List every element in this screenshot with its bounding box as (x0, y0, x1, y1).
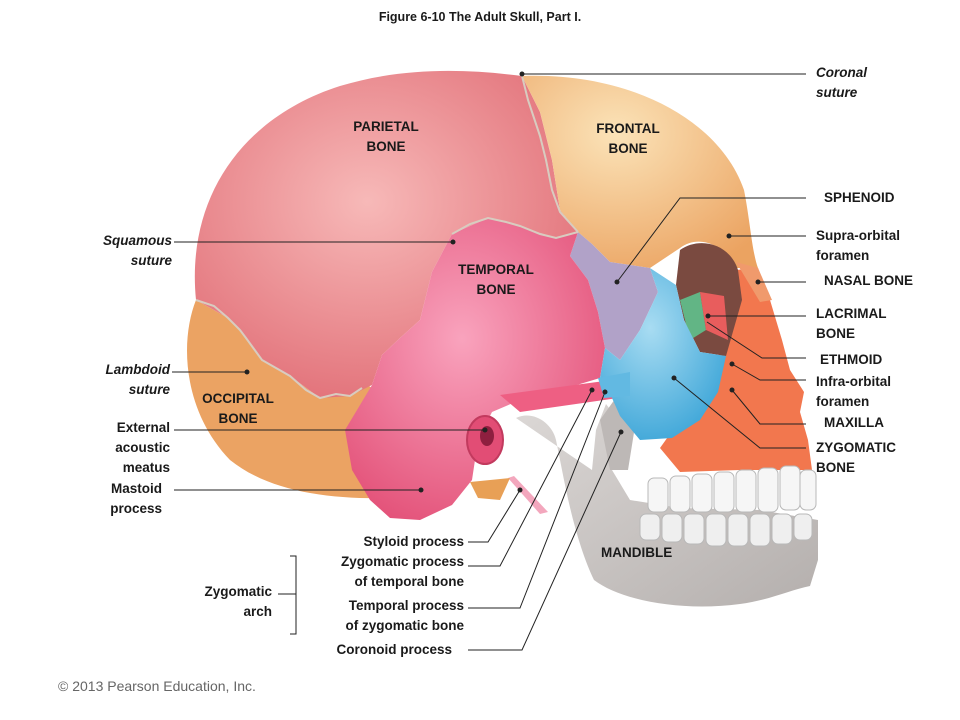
mastoid-label-line1: Mastoid (110, 481, 162, 496)
leader-lines (172, 73, 806, 651)
leader-dots (244, 71, 761, 493)
lambdoid-suture-label: Lambdoid suture (72, 360, 171, 400)
coronal-suture-label: Coronal suture (816, 63, 867, 103)
temporal-process-line2: of zygomatic bone (345, 618, 464, 633)
frontal-bone-label: FRONTAL BONE (586, 119, 670, 159)
meatus-label-line1: External (116, 420, 170, 435)
lacrimal-label-line1: LACRIMAL (816, 306, 887, 321)
temporal-bone-label: TEMPORAL BONE (450, 260, 542, 300)
suture-lines (195, 75, 579, 400)
infraorbital-label-line1: Infra-orbital (816, 374, 892, 389)
zygomatic-bone-label-line2: BONE (816, 460, 856, 475)
temporal-label-line1: TEMPORAL (458, 262, 534, 277)
parietal-label-line2: BONE (366, 139, 406, 154)
nasal-bone-label: NASAL BONE (824, 273, 914, 288)
parietal-bone-label: PARIETAL BONE (344, 117, 428, 157)
zygomatic-process-shape (500, 380, 618, 412)
meatus-label-line3: meatus (122, 460, 170, 475)
mandible-shape (516, 404, 818, 607)
external-acoustic-meatus-label: External acoustic meatus (72, 418, 170, 478)
infraorbital-foramen-label: Infra-orbital foramen (816, 372, 891, 412)
ethmoid-label: ETHMOID (820, 352, 883, 367)
temporal-process-line1: Temporal process (348, 598, 464, 613)
coronal-label-line2: suture (816, 85, 858, 100)
lacrimal-shape (680, 292, 706, 340)
zygomatic-process-line1: Zygomatic process (340, 554, 464, 569)
occipital-label-line2: BONE (218, 411, 258, 426)
lacrimal-bone-label: LACRIMAL BONE (816, 304, 887, 344)
temporal-process-label: Temporal process of zygomatic bone (300, 596, 464, 636)
temporal-bone-shape (345, 218, 605, 520)
squamous-label-line1: Squamous (102, 233, 172, 248)
meatus-label-line2: acoustic (115, 440, 170, 455)
zygomatic-bone-shape (600, 268, 726, 440)
squamous-suture-label: Squamous suture (74, 231, 172, 271)
occipital-bone-label: OCCIPITAL BONE (192, 389, 284, 429)
coronoid-process-label: Coronoid process (336, 642, 452, 657)
mastoid-process-label: Mastoid process (62, 479, 162, 519)
styloid-process-label: Styloid process (363, 534, 464, 549)
zygomatic-bone-label-line1: ZYGOMATIC (816, 440, 896, 455)
sphenoid-bone-shape (570, 232, 658, 360)
squamous-label-line2: suture (130, 253, 172, 268)
zygomatic-arch-label-line2: arch (243, 604, 272, 619)
lacrimal-label-line2: BONE (816, 326, 856, 341)
frontal-label-line1: FRONTAL (596, 121, 660, 136)
lambdoid-label-line2: suture (128, 382, 170, 397)
upper-teeth (647, 465, 817, 513)
figure-title: Figure 6-10 The Adult Skull, Part I. (378, 10, 582, 24)
parietal-bone-shape (194, 70, 578, 398)
zygomatic-bone-label: ZYGOMATIC BONE (816, 438, 896, 478)
mastoid-tip-shape (470, 478, 510, 500)
frontal-bone-shape (522, 75, 758, 269)
zygomatic-arch-label: Zygomatic arch (172, 582, 272, 622)
lambdoid-label-line1: Lambdoid (105, 362, 171, 377)
styloid-process-shape (508, 476, 548, 514)
frontal-label-line2: BONE (608, 141, 648, 156)
occipital-label-line1: OCCIPITAL (202, 391, 274, 406)
temporal-label-line2: BONE (476, 282, 516, 297)
copyright-notice: © 2013 Pearson Education, Inc. (58, 678, 256, 694)
zygomatic-process-label: Zygomatic process of temporal bone (300, 552, 464, 592)
coronal-label-line1: Coronal (816, 65, 868, 80)
zygomatic-process-line2: of temporal bone (354, 574, 464, 589)
lower-teeth (639, 513, 813, 547)
sphenoid-label: SPHENOID (824, 190, 895, 205)
mandible-label: MANDIBLE (601, 545, 673, 560)
maxilla-label: MAXILLA (824, 415, 884, 430)
parietal-label-line1: PARIETAL (353, 119, 419, 134)
mastoid-label-line2: process (110, 501, 162, 516)
supraorbital-label-line2: foramen (816, 248, 870, 263)
nasal-bone-shape (736, 262, 772, 302)
supraorbital-label-line1: Supra-orbital (816, 228, 901, 243)
supraorbital-foramen-label: Supra-orbital foramen (816, 226, 900, 266)
zygomatic-arch-label-line1: Zygomatic (204, 584, 272, 599)
infraorbital-label-line2: foramen (816, 394, 870, 409)
